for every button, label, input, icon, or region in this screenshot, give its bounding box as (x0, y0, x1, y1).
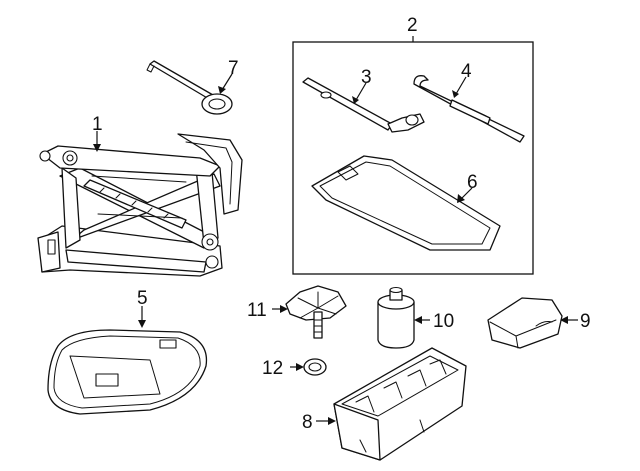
callout-6: 6 (467, 172, 478, 193)
part-12-o-ring (303, 358, 327, 376)
part-11-spinner (285, 285, 347, 339)
part-7-wrench (146, 60, 233, 115)
callout-3: 3 (361, 67, 372, 88)
callout-4: 4 (461, 61, 472, 82)
part-6-tray (311, 155, 501, 251)
callout-11: 11 (247, 300, 267, 321)
part-4-hook-rod (413, 75, 525, 143)
callouts: 1 2 3 4 5 6 7 8 9 10 11 12 (92, 15, 591, 433)
callout-2: 2 (407, 15, 418, 36)
callout-12: 12 (262, 358, 283, 379)
callout-7: 7 (228, 58, 239, 79)
part-3-tool-rod (302, 77, 425, 133)
part-10-canister (377, 286, 415, 349)
callout-5: 5 (137, 288, 148, 309)
leaders (93, 73, 578, 425)
callout-1: 1 (92, 114, 103, 135)
part-9-case (487, 297, 563, 349)
part-5-mat (47, 329, 208, 415)
kit-group-box (292, 36, 534, 275)
part-8-storage-box (333, 347, 467, 461)
callout-8: 8 (302, 412, 313, 433)
part-1-jack (37, 133, 243, 277)
callout-9: 9 (580, 311, 591, 332)
callout-10: 10 (433, 311, 454, 332)
